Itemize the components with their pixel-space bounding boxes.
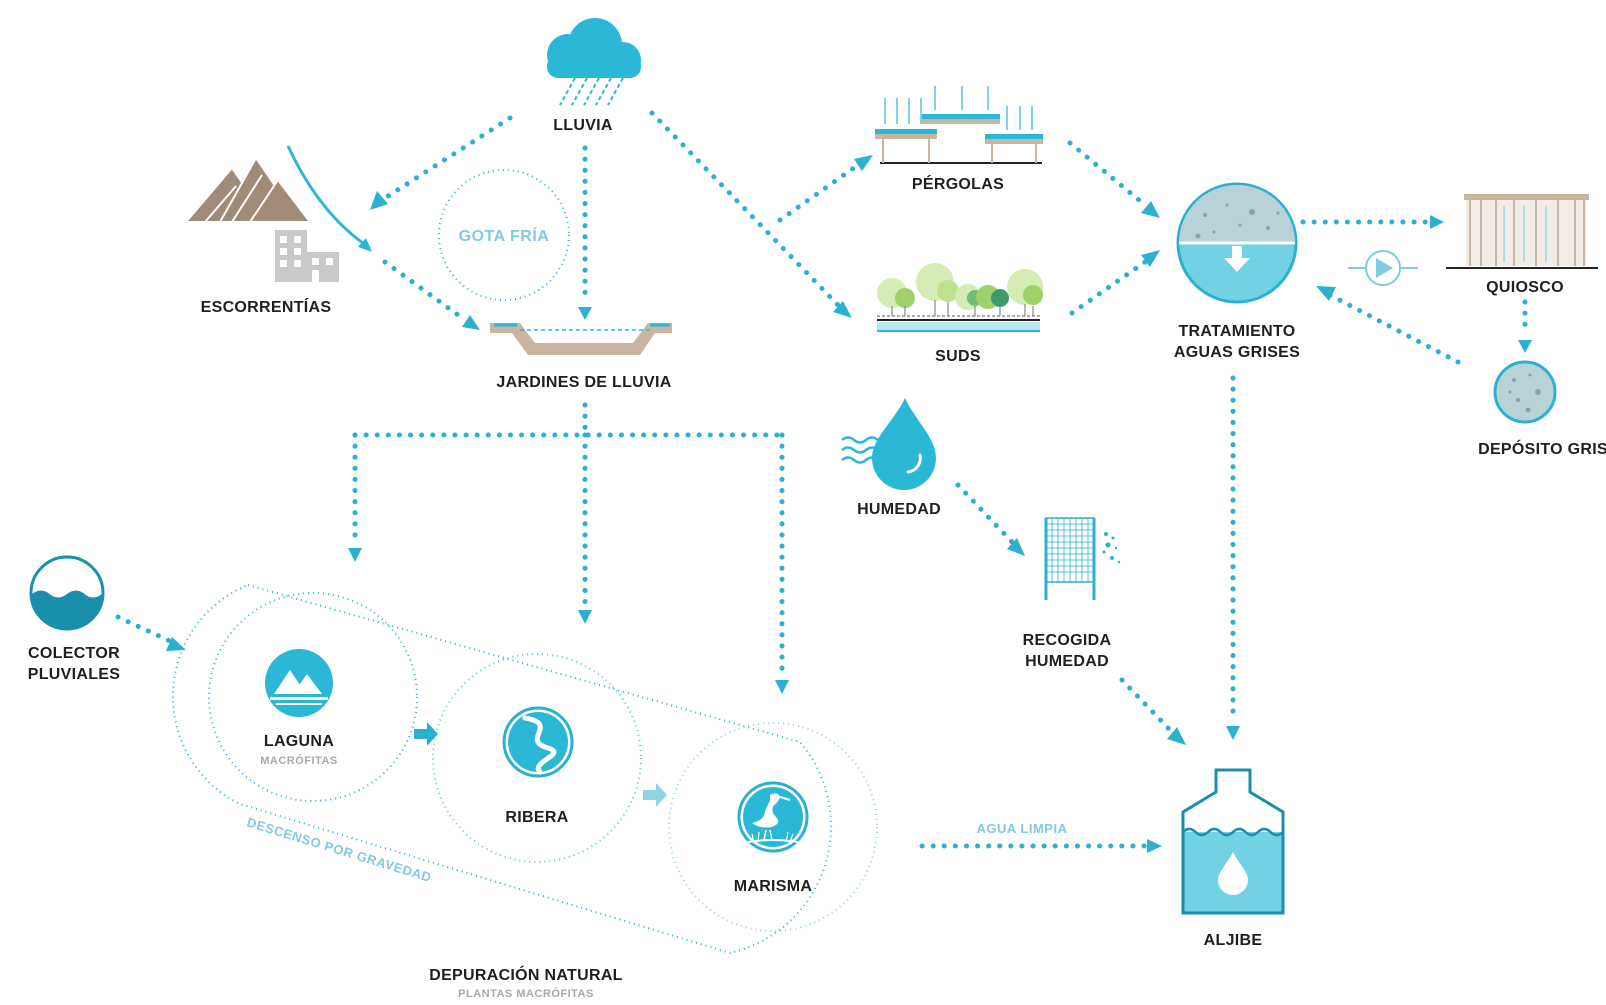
flow-escorrentias-jardines	[382, 259, 468, 323]
flow-lluvia-suds	[649, 110, 841, 308]
arrow-head	[166, 637, 186, 651]
node-marisma: MARISMA	[734, 781, 813, 895]
agua-limpia-label: AGUA LIMPIA	[977, 821, 1068, 836]
arrow-head	[775, 680, 789, 694]
gota-fria-circle	[438, 169, 570, 301]
rain-garden-icon	[490, 323, 672, 355]
aljibe-label: ALJIBE	[1204, 932, 1263, 949]
suds-label: SUDS	[935, 348, 981, 365]
arrow-head	[1007, 538, 1025, 556]
marisma-label: MARISMA	[734, 878, 813, 895]
flow-suds-tratamiento	[1069, 259, 1148, 316]
depuracion-sublabel: PLANTAS MACRÓFITAS	[458, 987, 594, 1000]
escorrentias-label: ESCORRENTÍAS	[201, 297, 332, 316]
mountains-icon	[183, 145, 372, 252]
recogida-label-1: RECOGIDA	[1023, 632, 1112, 649]
treatment-tank-icon	[1176, 182, 1298, 304]
flow-colector-laguna	[115, 614, 175, 645]
node-colector: COLECTOR PLUVIALES	[28, 555, 121, 683]
marisma-ring	[668, 722, 878, 932]
flow-lines	[115, 110, 1532, 853]
arrow-head	[1226, 726, 1240, 740]
pergola-icon	[875, 86, 1043, 164]
humidity-drop-icon	[841, 398, 936, 490]
laguna-label: LAGUNA	[264, 733, 334, 750]
depuracion-capsule	[171, 583, 833, 955]
flow-recogida-aljibe	[1119, 677, 1175, 735]
grey-tank-icon	[1493, 360, 1557, 424]
flow-pergolas-tratamiento	[1067, 140, 1148, 208]
laguna-ring	[208, 592, 418, 802]
arrow-head	[1316, 286, 1336, 301]
recogida-label-2: HUMEDAD	[1025, 653, 1109, 670]
tratamiento-label-2: AGUAS GRISES	[1174, 344, 1300, 361]
node-lluvia: LLUVIA	[547, 18, 641, 134]
cloud-rain-icon	[547, 18, 641, 106]
node-humedad: HUMEDAD	[841, 398, 941, 518]
node-deposito: DEPÓSITO GRISES	[1478, 360, 1606, 458]
arrow-head	[1141, 201, 1160, 218]
mesh-collector-icon	[1044, 517, 1121, 600]
node-escorrentias: ESCORRENTÍAS	[183, 145, 372, 316]
ribera-label: RIBERA	[505, 809, 568, 826]
heron-icon	[737, 781, 809, 853]
node-aljibe: ALJIBE	[1181, 768, 1285, 949]
lagoon-icon	[265, 649, 333, 717]
node-gota-fria: GOTA FRÍA	[438, 169, 570, 301]
arrow-head	[578, 307, 592, 320]
arrow-head	[1141, 250, 1160, 267]
pergolas-label: PÉRGOLAS	[912, 174, 1004, 193]
jardines-label: JARDINES DE LLUVIA	[496, 374, 671, 391]
arrow-head	[1147, 839, 1162, 853]
node-tratamiento: TRATAMIENTO AGUAS GRISES	[1174, 182, 1300, 361]
building-icon	[275, 230, 339, 282]
node-pergolas: PÉRGOLAS	[875, 86, 1043, 193]
node-ribera: RIBERA	[502, 706, 574, 826]
colector-label-2: PLUVIALES	[28, 666, 121, 683]
depuracion-label: DEPURACIÓN NATURAL	[429, 965, 623, 984]
node-quiosco: QUIOSCO	[1446, 194, 1598, 296]
arrow-head	[1518, 340, 1532, 353]
arrow-head	[833, 301, 852, 318]
colector-label-1: COLECTOR	[28, 645, 120, 662]
tratamiento-label-1: TRATAMIENTO	[1178, 323, 1295, 340]
pump-icon	[1348, 250, 1418, 286]
descenso-label: DESCENSO POR GRAVEDAD	[245, 815, 433, 886]
flow-humedad-recogida	[955, 482, 1015, 545]
river-icon	[502, 706, 574, 778]
kiosk-icon	[1446, 194, 1598, 269]
cistern-icon	[1181, 768, 1285, 915]
arrow-head	[854, 155, 873, 171]
arrow-head	[1430, 215, 1444, 229]
humedad-label: HUMEDAD	[857, 501, 941, 518]
collector-icon	[29, 555, 105, 631]
lluvia-label: LLUVIA	[553, 117, 613, 134]
arrow-head	[578, 610, 592, 624]
gravity-arrow-1	[414, 722, 438, 746]
node-jardines: JARDINES DE LLUVIA	[490, 323, 672, 391]
deposito-label: DEPÓSITO GRISES	[1478, 439, 1606, 458]
gota-fria-label: GOTA FRÍA	[459, 226, 550, 245]
gravity-arrow-2	[643, 783, 667, 807]
arrow-head	[370, 191, 388, 210]
flow-deposito-tratamiento	[1327, 292, 1461, 365]
laguna-sublabel: MACRÓFITAS	[260, 754, 338, 767]
arrow-head	[348, 548, 362, 562]
quiosco-label: QUIOSCO	[1486, 279, 1564, 296]
node-suds: SUDS	[877, 263, 1043, 365]
flow-lluvia-escorrentias	[382, 115, 513, 201]
flow-to-pergolas	[777, 162, 861, 223]
node-recogida: RECOGIDA HUMEDAD	[1023, 517, 1121, 670]
node-laguna: LAGUNA MACRÓFITAS	[260, 649, 338, 767]
arrow-head	[1167, 727, 1186, 745]
ribera-ring	[432, 653, 642, 863]
suds-icon	[877, 263, 1043, 332]
arrow-head	[462, 315, 480, 330]
